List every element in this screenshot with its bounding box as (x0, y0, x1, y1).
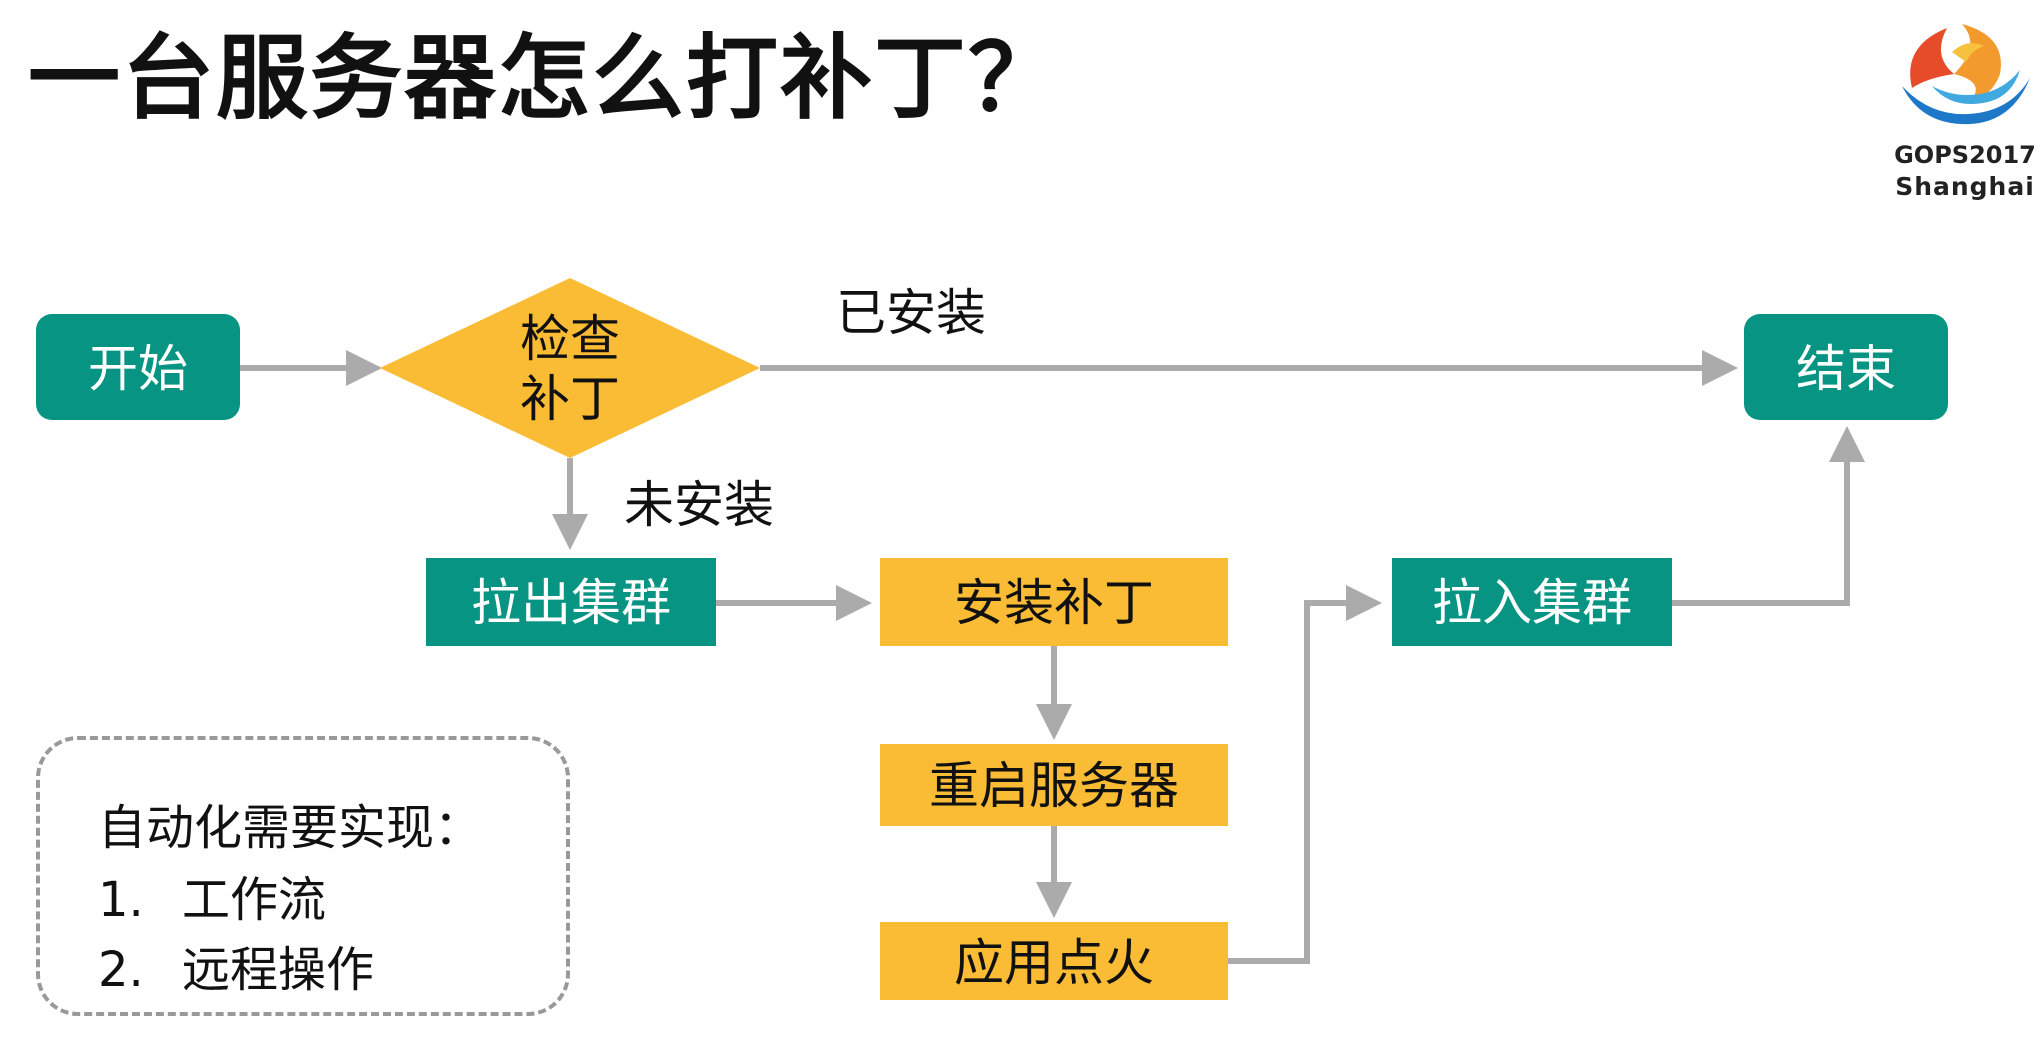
pull-in-cluster-node (1392, 558, 1672, 646)
notes-item-number: 1. (98, 872, 144, 928)
start-node (36, 314, 240, 420)
check-label-line1: 检查 (520, 310, 620, 368)
notes-item: 1. 工作流 (98, 860, 326, 930)
arrow-pull-in-to-end (1670, 426, 1865, 606)
pull-in-cluster-label: 拉入集群 (1432, 574, 1632, 632)
page-title: 一台服务器怎么打补丁？ (28, 25, 1063, 132)
end-label: 结束 (1796, 340, 1896, 398)
install-patch-label: 安装补丁 (954, 574, 1154, 632)
installed-branch-label: 已安装 (836, 284, 986, 342)
logo-city: Shanghai (1895, 172, 2035, 201)
pull-out-cluster-node (426, 558, 716, 646)
end-node (1744, 314, 1948, 420)
install-patch-node (880, 558, 1228, 646)
app-warmup-label: 应用点火 (954, 934, 1154, 992)
not-installed-branch-label: 未安装 (624, 476, 774, 534)
logo-event-name: GOPS2017 (1894, 141, 2036, 169)
check-patch-decision (380, 278, 760, 458)
notes-item: 2. 远程操作 (98, 930, 374, 1000)
notes-heading: 自动化需要实现： (98, 800, 483, 856)
automation-notes-box: 自动化需要实现： 1. 工作流 2. 远程操作 (36, 736, 570, 1016)
start-label: 开始 (88, 340, 188, 398)
pull-out-cluster-label: 拉出集群 (471, 574, 671, 632)
check-label-line2: 补丁 (520, 370, 620, 428)
notes-item-text: 工作流 (182, 872, 327, 928)
gops-flame-icon (1902, 24, 2030, 125)
reboot-server-label: 重启服务器 (929, 757, 1179, 815)
notes-item-text: 远程操作 (182, 942, 375, 998)
arrow-warmup-to-pull-in (1228, 585, 1382, 964)
notes-item-number: 2. (98, 942, 144, 998)
gops-logo: GOPS2017 Shanghai (1892, 16, 2038, 206)
reboot-server-node (880, 744, 1228, 826)
app-warmup-node (880, 922, 1228, 1000)
